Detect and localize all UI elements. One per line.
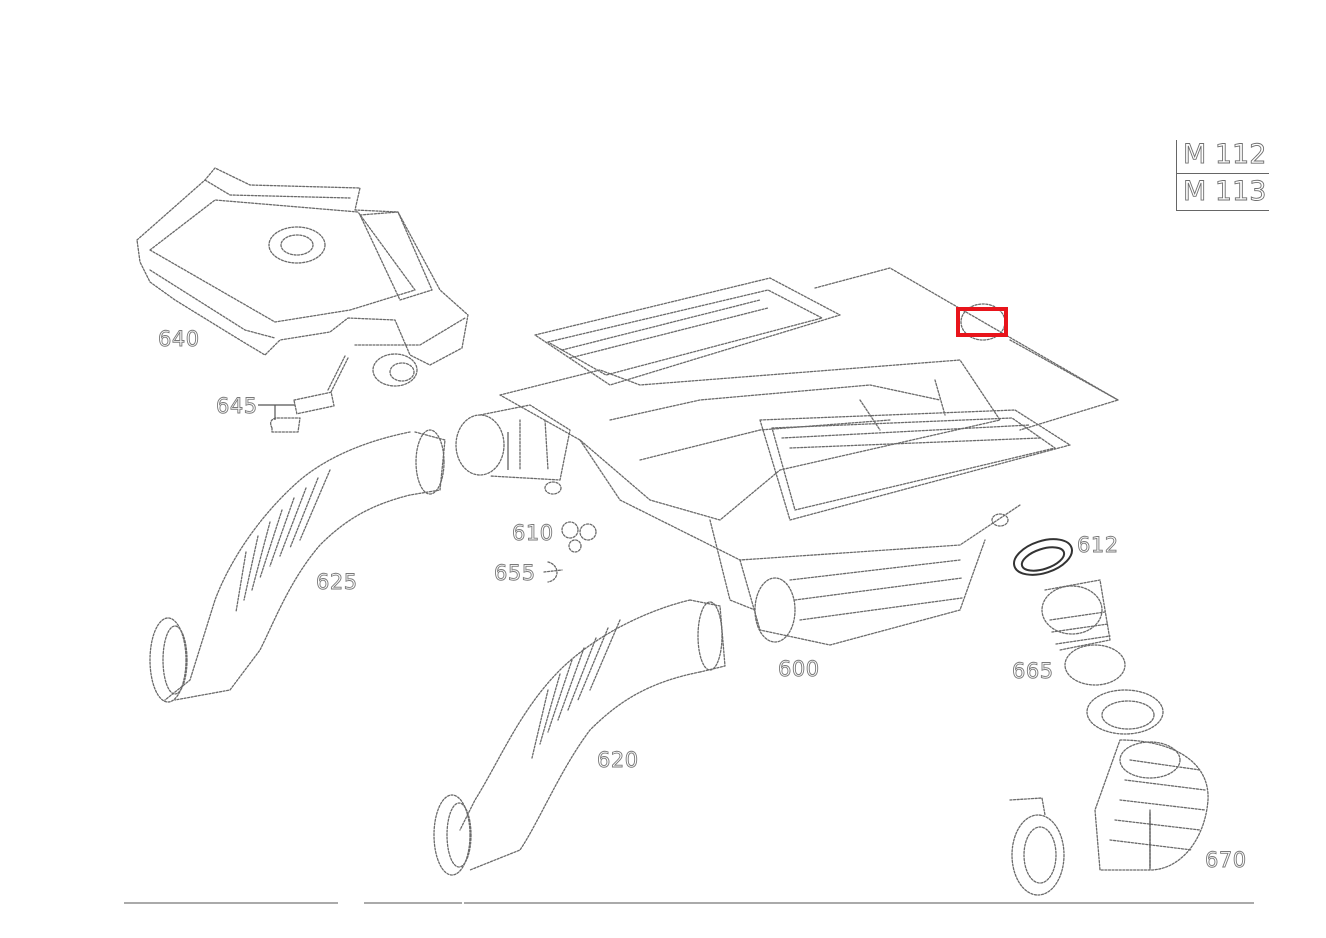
part-label-625[interactable]: 625 [316, 570, 358, 594]
connector-645 [270, 355, 349, 433]
part-label-670[interactable]: 670 [1205, 848, 1247, 872]
seal-ring-612 [1013, 538, 1073, 576]
part-label-620[interactable]: 620 [597, 748, 639, 772]
part-label-665[interactable]: 665 [1012, 659, 1054, 683]
intake-hose-625 [149, 429, 446, 703]
part-label-640[interactable]: 640 [158, 327, 200, 351]
hose-assembly-665 [1041, 579, 1164, 735]
engine-code-1: M 112 [1183, 139, 1267, 170]
intake-hose-620 [433, 599, 726, 876]
engine-code-2: M 113 [1183, 176, 1267, 207]
engine-code-box: M 112 M 113 [1176, 140, 1269, 211]
part-label-610[interactable]: 610 [512, 521, 554, 545]
intake-manifold-600 [455, 267, 1119, 646]
engine-code-divider [1177, 173, 1269, 174]
air-filter-housing-640 [136, 167, 469, 387]
fastener-610 [561, 521, 597, 553]
part-label-655[interactable]: 655 [494, 561, 536, 585]
part-label-645[interactable]: 645 [216, 394, 258, 418]
fastener-655 [543, 561, 563, 583]
part-label-612[interactable]: 612 [1077, 533, 1119, 557]
part-label-600[interactable]: 600 [778, 657, 820, 681]
highlight-box[interactable] [956, 307, 1008, 337]
hose-assembly-670 [1009, 739, 1209, 896]
